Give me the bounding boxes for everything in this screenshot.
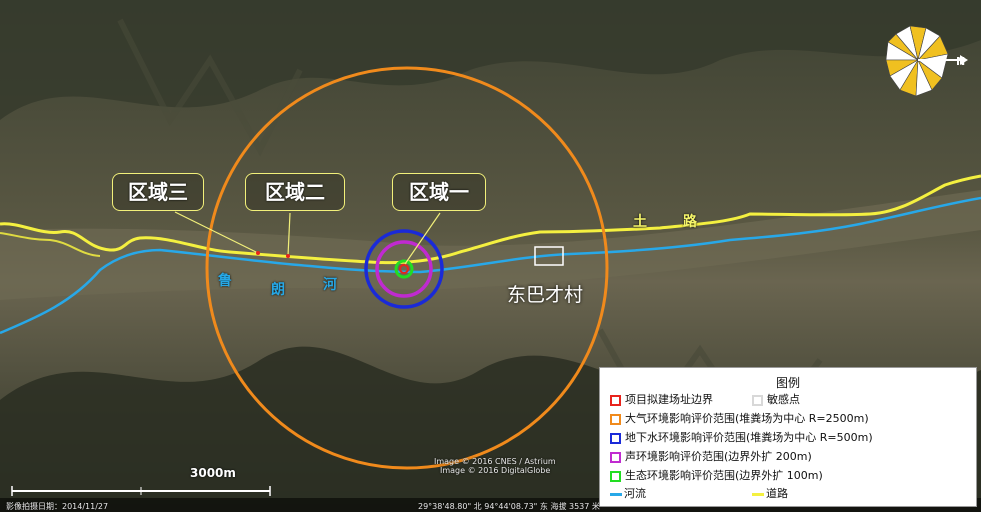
legend-label: 道路: [766, 487, 788, 500]
legend-item: 河流: [610, 486, 646, 501]
noise-assessment-circle: [375, 240, 433, 298]
road-line: [0, 174, 981, 265]
legend-label: 生态环境影响评价范围(边界外扩 100m): [625, 469, 823, 482]
legend-item: 敏感点: [752, 392, 800, 407]
zone-marker: [286, 254, 290, 258]
callout-zone1: 区域一: [392, 173, 486, 211]
imagery-credit: Image © 2016 CNES / Astrium: [434, 457, 556, 466]
scale-bar: [11, 486, 271, 496]
legend-label: 敏感点: [767, 393, 800, 406]
legend-item: 大气环境影响评价范围(堆粪场为中心 R=2500m): [610, 411, 869, 426]
callout-pointer: [174, 211, 259, 254]
road-label-char: 土: [633, 214, 647, 230]
mountain-ridge: [117, 18, 303, 157]
legend-label: 大气环境影响评价范围(堆粪场为中心 R=2500m): [625, 412, 869, 425]
callout-zone2: 区域二: [245, 173, 345, 211]
legend-swatch: [610, 451, 621, 463]
callout-pointer: [287, 212, 291, 257]
legend-swatch: [610, 413, 621, 425]
site-boundary-marker: [399, 264, 409, 274]
legend-item: 生态环境影响评价范围(边界外扩 100m): [610, 468, 823, 483]
mountain-ridge: [0, 0, 981, 120]
air-assessment-circle: [205, 66, 609, 470]
legend-swatch: [610, 394, 621, 406]
legend-item: 声环境影响评价范围(边界外扩 200m): [610, 449, 812, 464]
legend-item: 地下水环境影响评价范围(堆粪场为中心 R=500m): [610, 430, 873, 445]
ecology-assessment-circle: [394, 259, 414, 279]
zone-marker: [256, 251, 260, 255]
legend-label: 河流: [624, 487, 646, 500]
callout-zone3: 区域三: [112, 173, 204, 211]
legend-swatch: [610, 470, 621, 482]
valley-floor: [0, 190, 981, 300]
legend-line: [610, 492, 622, 496]
map-legend: 图例 项目拟建场址边界 敏感点 大气环境影响评价范围(堆粪场为中心 R=2500…: [599, 367, 977, 507]
river-line: [0, 196, 981, 335]
road-line: [0, 232, 101, 257]
road-label-char: 路: [683, 214, 697, 230]
legend-item: 项目拟建场址边界: [610, 392, 713, 407]
compass-north-letter: N: [956, 55, 965, 68]
sensitive-point-marker: [534, 246, 564, 266]
legend-label: 地下水环境影响评价范围(堆粪场为中心 R=500m): [625, 431, 873, 444]
groundwater-assessment-circle: [364, 229, 444, 309]
river-label-char: 鲁: [218, 273, 232, 289]
legend-item: 道路: [752, 486, 788, 501]
scale-label: 3000m: [190, 466, 236, 480]
village-label: 东巴才村: [507, 284, 584, 306]
legend-label: 声环境影响评价范围(边界外扩 200m): [625, 450, 812, 463]
north-compass-icon: N: [885, 25, 968, 97]
river-label-char: 河: [323, 277, 337, 293]
legend-label: 项目拟建场址边界: [625, 393, 713, 406]
coordinates-readout: 29°38'48.80" 北 94°44'08.73" 东 海拔 3537 米: [418, 502, 600, 511]
imagery-credit: Image © 2016 DigitalGlobe: [440, 466, 551, 475]
callout-pointer: [404, 212, 441, 265]
river-label-char: 朗: [271, 282, 285, 298]
legend-line: [752, 492, 764, 496]
legend-swatch: [752, 394, 763, 406]
legend-swatch: [610, 432, 621, 444]
imagery-date: 影像拍摄日期：2014/11/27: [6, 502, 109, 511]
legend-title: 图例: [775, 376, 800, 390]
